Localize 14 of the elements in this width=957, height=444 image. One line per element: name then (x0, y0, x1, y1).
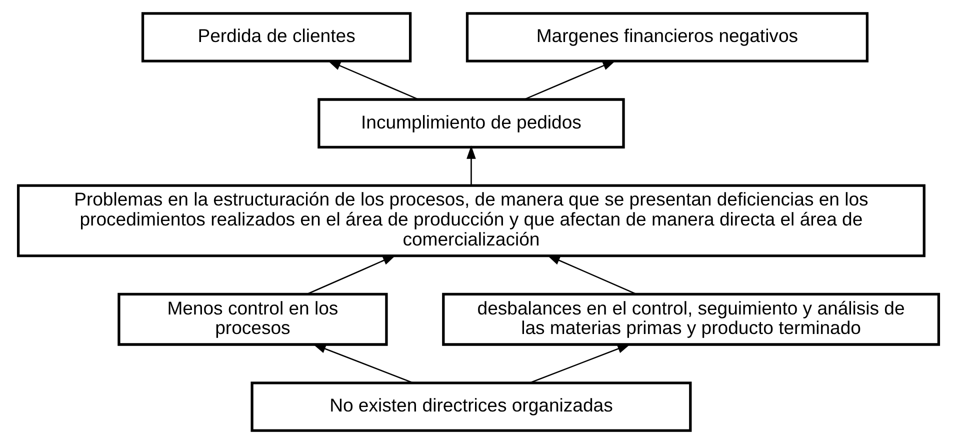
node-box: Perdida de clientes (141, 12, 412, 62)
node-box: Margenes financieros negativos (466, 12, 869, 62)
node-box: No existen directrices organizadas (250, 382, 692, 432)
arrow (466, 146, 476, 186)
arrow (530, 344, 631, 384)
node-box: desbalances en el control, seguimiento y análisis de las materias primas y producto terminado (442, 292, 940, 346)
arrow (327, 60, 419, 100)
arrow (546, 255, 636, 295)
node-box: Problemas en la estructuración de los procesos, de manera que se presentan deficiencias en los procedimientos realizados en el área de producción y que afectan de manera directa el área de comercialización (16, 184, 926, 258)
arrow (524, 60, 616, 100)
node-box: Incumplimiento de pedidos (318, 98, 625, 148)
arrow (307, 255, 396, 295)
arrow (312, 344, 413, 384)
node-box: Menos control en los procesos (118, 292, 388, 346)
